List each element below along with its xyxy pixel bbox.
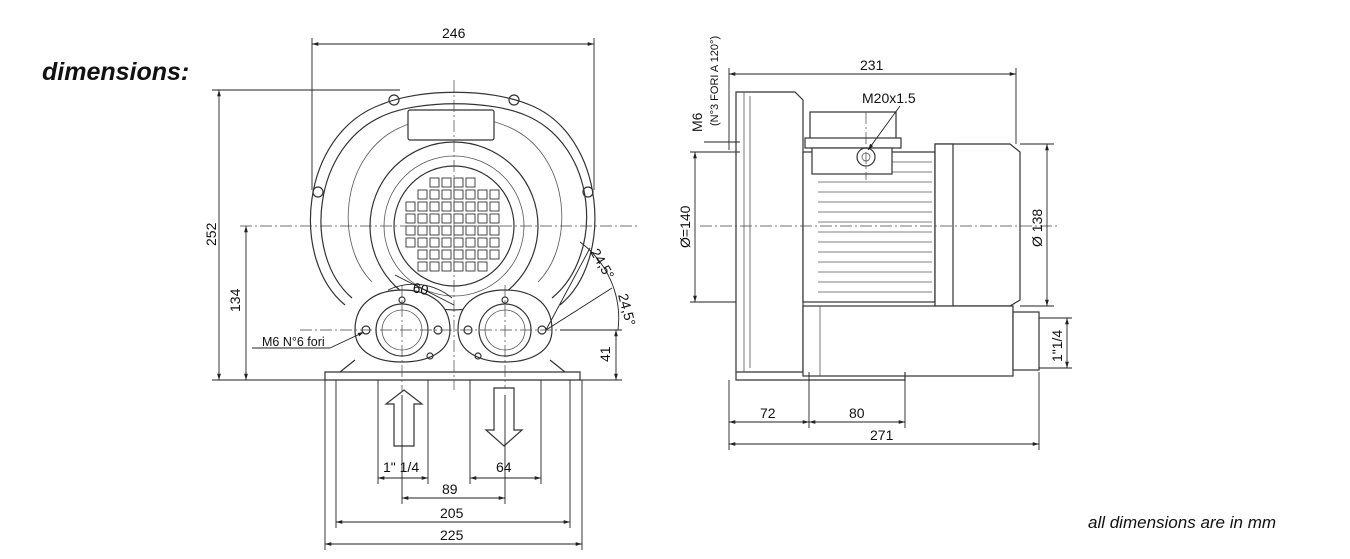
grill-slot: [465, 237, 476, 248]
grill-slot: [441, 177, 452, 188]
grill-slot: [477, 249, 488, 260]
grill-slot: [453, 201, 464, 212]
grill-slot: [417, 249, 428, 260]
dim-port-size: 1" 1/4: [383, 459, 419, 475]
flange-holes-label: M6: [689, 112, 705, 132]
grill-slot: [429, 189, 440, 200]
dim-motor-diameter: Ø 138: [1029, 209, 1045, 247]
grill-slot: [477, 225, 488, 236]
grill-slot: [477, 213, 488, 224]
grill-slot: [453, 261, 464, 272]
dim-port-angle: 60: [411, 279, 430, 298]
dim-length-top: 231: [860, 57, 884, 73]
grill-slot: [441, 201, 452, 212]
grill-slot: [453, 213, 464, 224]
inlet-arrow-icon: [384, 389, 424, 447]
grill-slot: [441, 213, 452, 224]
grill-slot: [417, 225, 428, 236]
grill-slot: [453, 225, 464, 236]
grill-slot: [465, 249, 476, 260]
grill-slot: [465, 261, 476, 272]
grill-slot: [441, 249, 452, 260]
grill-slot: [489, 201, 500, 212]
dim-foot-spacing: 205: [440, 505, 464, 521]
grill-slot: [405, 213, 416, 224]
grill-slot: [465, 189, 476, 200]
units-note: all dimensions are in mm: [1088, 513, 1277, 532]
flange-holes-note: (N°3 FORI A 120°): [709, 36, 721, 126]
grill-slot: [477, 201, 488, 212]
grill-slot: [429, 249, 440, 260]
mounting-holes-note: M6 N°6 fori: [262, 335, 325, 349]
grill-slot: [429, 261, 440, 272]
grill-slot: [417, 213, 428, 224]
grill-slot: [429, 213, 440, 224]
grill-slot: [489, 249, 500, 260]
grill-slot: [477, 189, 488, 200]
dim-outlet-offset: 64: [496, 459, 512, 475]
grill-slot: [417, 261, 428, 272]
cable-gland-label: M20x1.5: [862, 90, 916, 106]
dim-height-total: 252: [203, 222, 219, 246]
dim-port-axis-height: 41: [597, 346, 613, 362]
dim-axis-height: 134: [227, 288, 243, 312]
grill-slot: [453, 189, 464, 200]
grill-slot: [429, 201, 440, 212]
grill-slot: [465, 213, 476, 224]
grill-slot: [417, 189, 428, 200]
grill-slot: [417, 201, 428, 212]
grill-slot: [441, 261, 452, 272]
outlet-arrow-icon: [484, 387, 524, 447]
grill-slot: [453, 249, 464, 260]
grill-slot: [477, 261, 488, 272]
dim-port-spacing: 89: [442, 481, 458, 497]
grill-slot: [441, 189, 452, 200]
grill-slot: [429, 237, 440, 248]
grill-slot: [453, 177, 464, 188]
dim-length-total: 271: [870, 427, 894, 443]
dim-offset-b: 80: [849, 405, 865, 421]
page-heading: dimensions:: [42, 58, 190, 86]
grill-slot: [405, 237, 416, 248]
dim-flange-diameter: Ø=140: [677, 205, 693, 248]
dim-port-thread: 1"1/4: [1049, 330, 1065, 362]
grill-slot: [477, 237, 488, 248]
dim-base-width: 225: [440, 527, 464, 543]
grill-slot: [405, 225, 416, 236]
dim-width-top: 246: [442, 25, 466, 41]
grill-slot: [489, 237, 500, 248]
grill-slot: [489, 189, 500, 200]
grill-slot: [465, 177, 476, 188]
grill-slot: [405, 201, 416, 212]
front-view: 246 252 134 41 60 24,5° 24,5° M6 N°6 for…: [203, 25, 640, 550]
grill-slot: [417, 237, 428, 248]
grill-slot: [441, 225, 452, 236]
grill-slot: [453, 237, 464, 248]
grill-slot: [489, 213, 500, 224]
dim-angle-a: 24,5°: [587, 246, 617, 282]
dim-offset-a: 72: [760, 405, 776, 421]
grill-slot: [429, 177, 440, 188]
grill-slot: [465, 225, 476, 236]
side-view: 231 M20x1.5 M6 (N°3 FORI A 120°) Ø=140 Ø…: [677, 36, 1072, 450]
grill-slot: [465, 201, 476, 212]
fan-grill: [405, 177, 500, 272]
grill-slot: [429, 225, 440, 236]
grill-slot: [489, 225, 500, 236]
grill-slot: [441, 237, 452, 248]
